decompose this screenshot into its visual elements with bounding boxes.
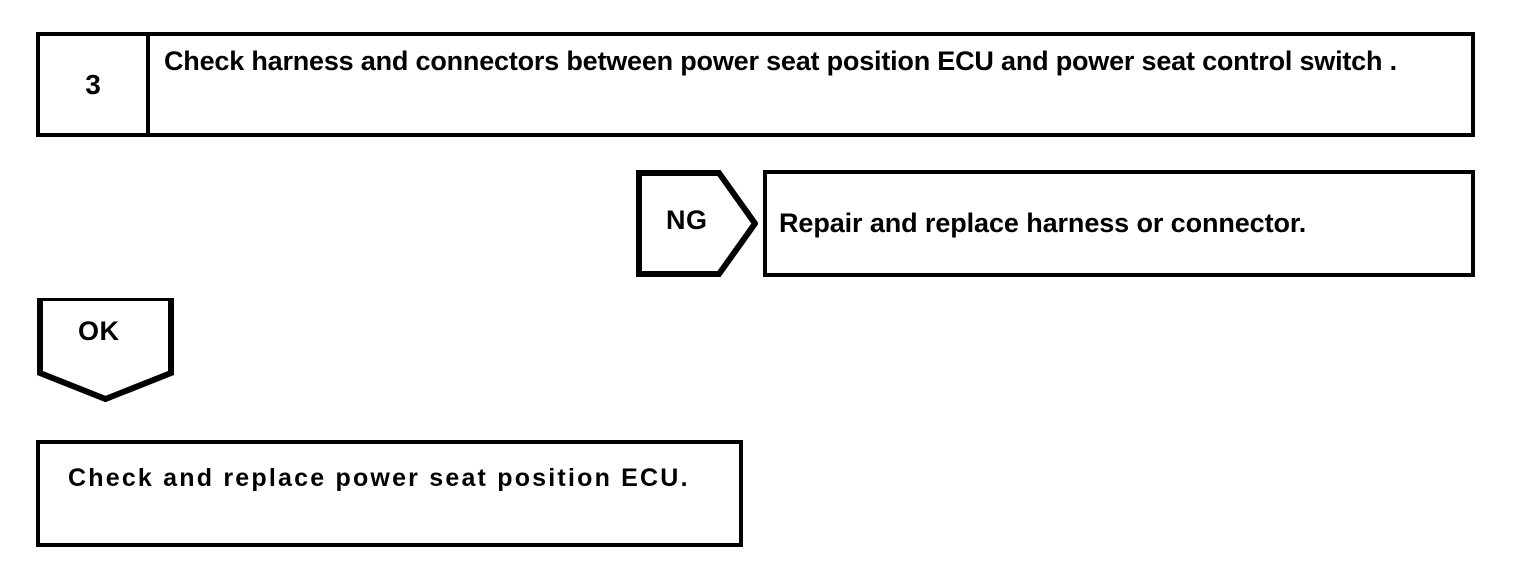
- ng-branch-label: NG: [666, 205, 708, 235]
- step-instruction-text: Check harness and connectors between pow…: [164, 46, 1397, 76]
- ok-result-box: Check and replace power seat position EC…: [36, 440, 743, 547]
- step-instruction-cell: Check harness and connectors between pow…: [150, 36, 1471, 133]
- ng-result-text: Repair and replace harness or connector.: [779, 207, 1307, 238]
- ng-arrow-shape: [636, 170, 758, 277]
- ok-arrow-shape: [37, 298, 174, 402]
- step-number-cell: 3: [40, 36, 150, 133]
- ok-result-text: Check and replace power seat position EC…: [68, 464, 690, 492]
- ok-branch-label: OK: [78, 316, 120, 346]
- step-number: 3: [85, 68, 101, 100]
- ng-result-box: Repair and replace harness or connector.: [763, 170, 1475, 277]
- step-box: 3 Check harness and connectors between p…: [36, 32, 1475, 137]
